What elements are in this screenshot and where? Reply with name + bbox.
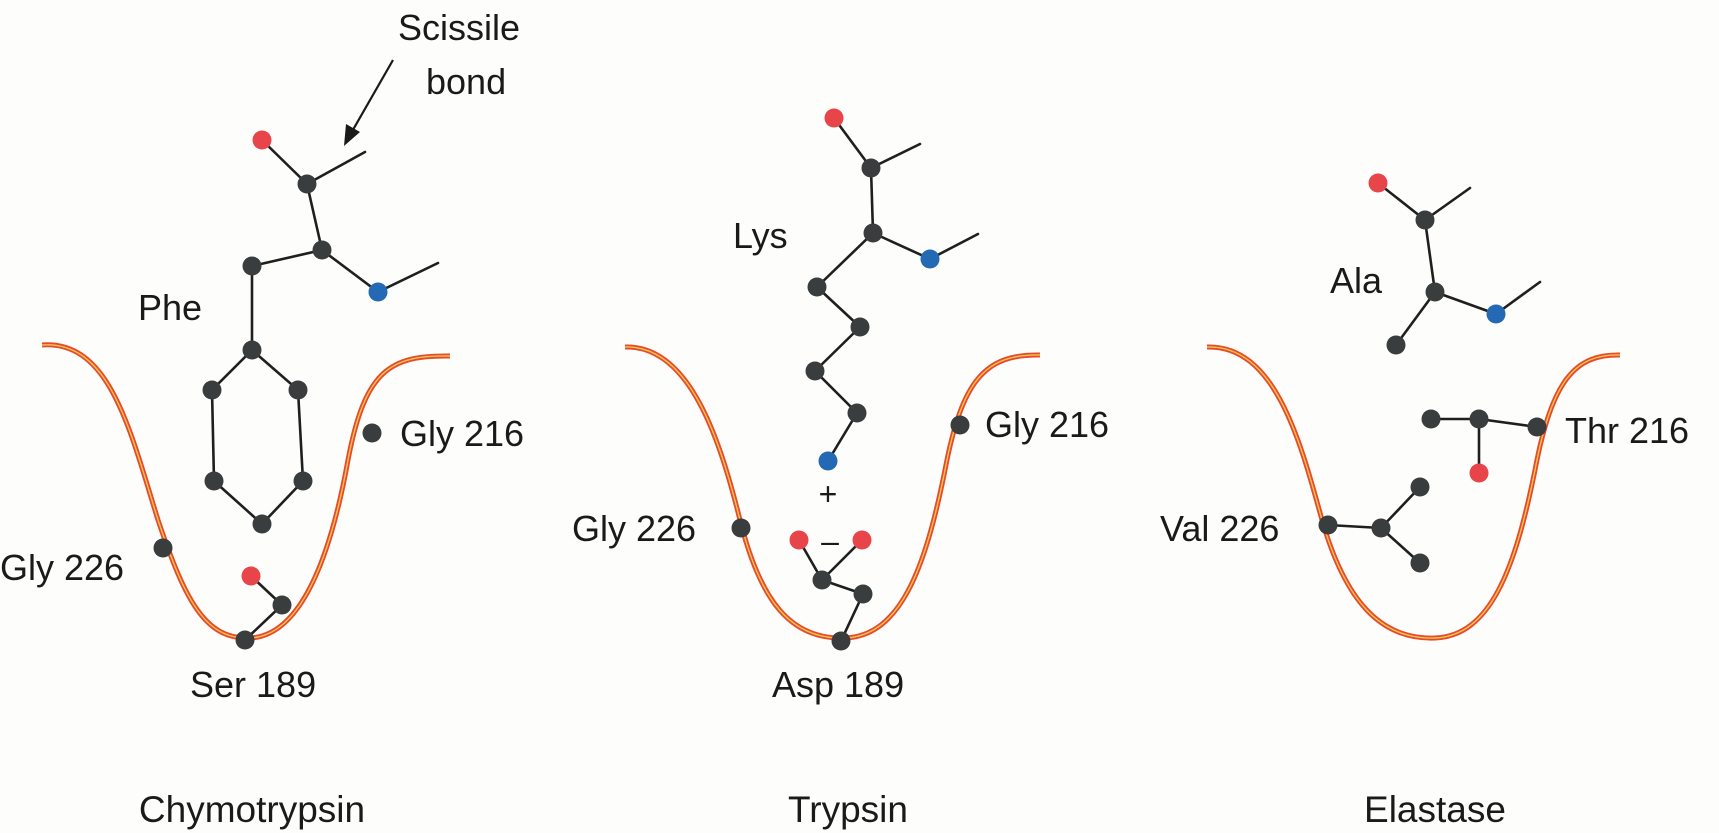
gly226-anchor-atom — [153, 538, 173, 558]
scissile-bond-arrow — [344, 59, 394, 146]
asp189-oxygen-atom — [789, 530, 809, 550]
thr216-anchor-atom — [1527, 417, 1547, 437]
thr216-beta-carbon-atom — [1469, 409, 1489, 429]
chymotrypsin-pocket — [41, 342, 451, 641]
gly226-anchor-atom — [731, 518, 751, 538]
lys-epsilon-nitrogen-atom — [818, 451, 838, 471]
ser189-anchor-atom — [235, 630, 255, 650]
lys-side-chain-carbon-atom — [807, 277, 827, 297]
thr216-bonds — [1429, 417, 1539, 475]
phe-ring-carbon-atom — [293, 471, 313, 491]
lys-substrate-bonds — [813, 116, 980, 463]
lys-side-chain-carbon-atom — [850, 317, 870, 337]
elastase-panel: Ala Thr 216 Val 226 Elastase — [1160, 173, 1689, 830]
trypsin-panel: + – Lys Gly 216 Gly 226 Asp 189 Trypsin — [572, 108, 1109, 830]
chymotrypsin-gly226-label: Gly 226 — [0, 547, 124, 588]
ala-amide-nitrogen-atom — [1486, 304, 1506, 324]
chymotrypsin-gly216-label: Gly 216 — [400, 413, 524, 454]
lys-carbonyl-oxygen-atom — [824, 108, 844, 128]
chymotrypsin-panel: Scissile bond Phe Gly 216 Gly 226 Ser 18… — [0, 7, 524, 830]
elastase-caption: Elastase — [1364, 789, 1506, 830]
phe-alpha-carbon-atom — [312, 240, 332, 260]
ala-methyl-carbon-atom — [1386, 335, 1406, 355]
lys-carbonyl-carbon-atom — [861, 158, 881, 178]
phe-ring-carbon-atom — [202, 380, 222, 400]
lys-positive-charge: + — [819, 476, 838, 512]
lys-side-chain-carbon-atom — [805, 361, 825, 381]
thr216-label: Thr 216 — [1565, 410, 1689, 451]
val226-anchor-atom — [1318, 515, 1338, 535]
asp189-beta-carbon-atom — [853, 584, 873, 604]
val226-methyl-carbon-atom — [1410, 477, 1430, 497]
phe-ring-carbon-atom — [204, 471, 224, 491]
lys-alpha-carbon-atom — [863, 223, 883, 243]
val226-methyl-carbon-atom — [1410, 553, 1430, 573]
lys-label: Lys — [733, 215, 788, 256]
elastase-pocket — [1206, 344, 1621, 641]
val226-label: Val 226 — [1160, 508, 1279, 549]
asp189-label: Asp 189 — [772, 664, 904, 705]
ala-substrate-bonds — [1376, 181, 1542, 347]
phe-ring-carbon-atom — [242, 340, 262, 360]
phe-carbonyl-oxygen-atom — [252, 130, 272, 150]
asp189-carboxyl-carbon-atom — [812, 570, 832, 590]
gly216-anchor-atom — [950, 415, 970, 435]
asp189-anchor-atom — [831, 631, 851, 651]
val226-beta-carbon-atom — [1371, 518, 1391, 538]
phe-carbonyl-carbon-atom — [297, 174, 317, 194]
asp189-oxygen-atom — [852, 530, 872, 550]
phe-amide-nitrogen-atom — [368, 282, 388, 302]
phe-label: Phe — [138, 287, 202, 328]
thr216-methyl-carbon-atom — [1421, 409, 1441, 429]
ala-alpha-carbon-atom — [1425, 282, 1445, 302]
phe-beta-carbon-atom — [242, 256, 262, 276]
phe-ring-carbon-atom — [252, 514, 272, 534]
trypsin-gly216-label: Gly 216 — [985, 404, 1109, 445]
ala-carbonyl-oxygen-atom — [1368, 173, 1388, 193]
scissile-label-line1: Scissile — [398, 7, 520, 48]
scissile-label-line2: bond — [426, 61, 506, 102]
ser189-label: Ser 189 — [190, 664, 316, 705]
phe-substrate-bonds — [210, 138, 440, 526]
asp-negative-charge: – — [821, 523, 839, 559]
gly216-anchor-atom — [362, 423, 382, 443]
thr216-hydroxyl-oxygen-atom — [1469, 463, 1489, 483]
ala-carbonyl-carbon-atom — [1415, 210, 1435, 230]
trypsin-gly226-label: Gly 226 — [572, 508, 696, 549]
trypsin-caption: Trypsin — [788, 789, 908, 830]
chymotrypsin-caption: Chymotrypsin — [139, 789, 365, 830]
lys-amide-nitrogen-atom — [920, 249, 940, 269]
lys-side-chain-carbon-atom — [847, 403, 867, 423]
ser189-carbon-atom — [272, 595, 292, 615]
ser189-oxygen-atom — [241, 566, 261, 586]
ala-label: Ala — [1330, 260, 1383, 301]
phe-ring-carbon-atom — [288, 380, 308, 400]
